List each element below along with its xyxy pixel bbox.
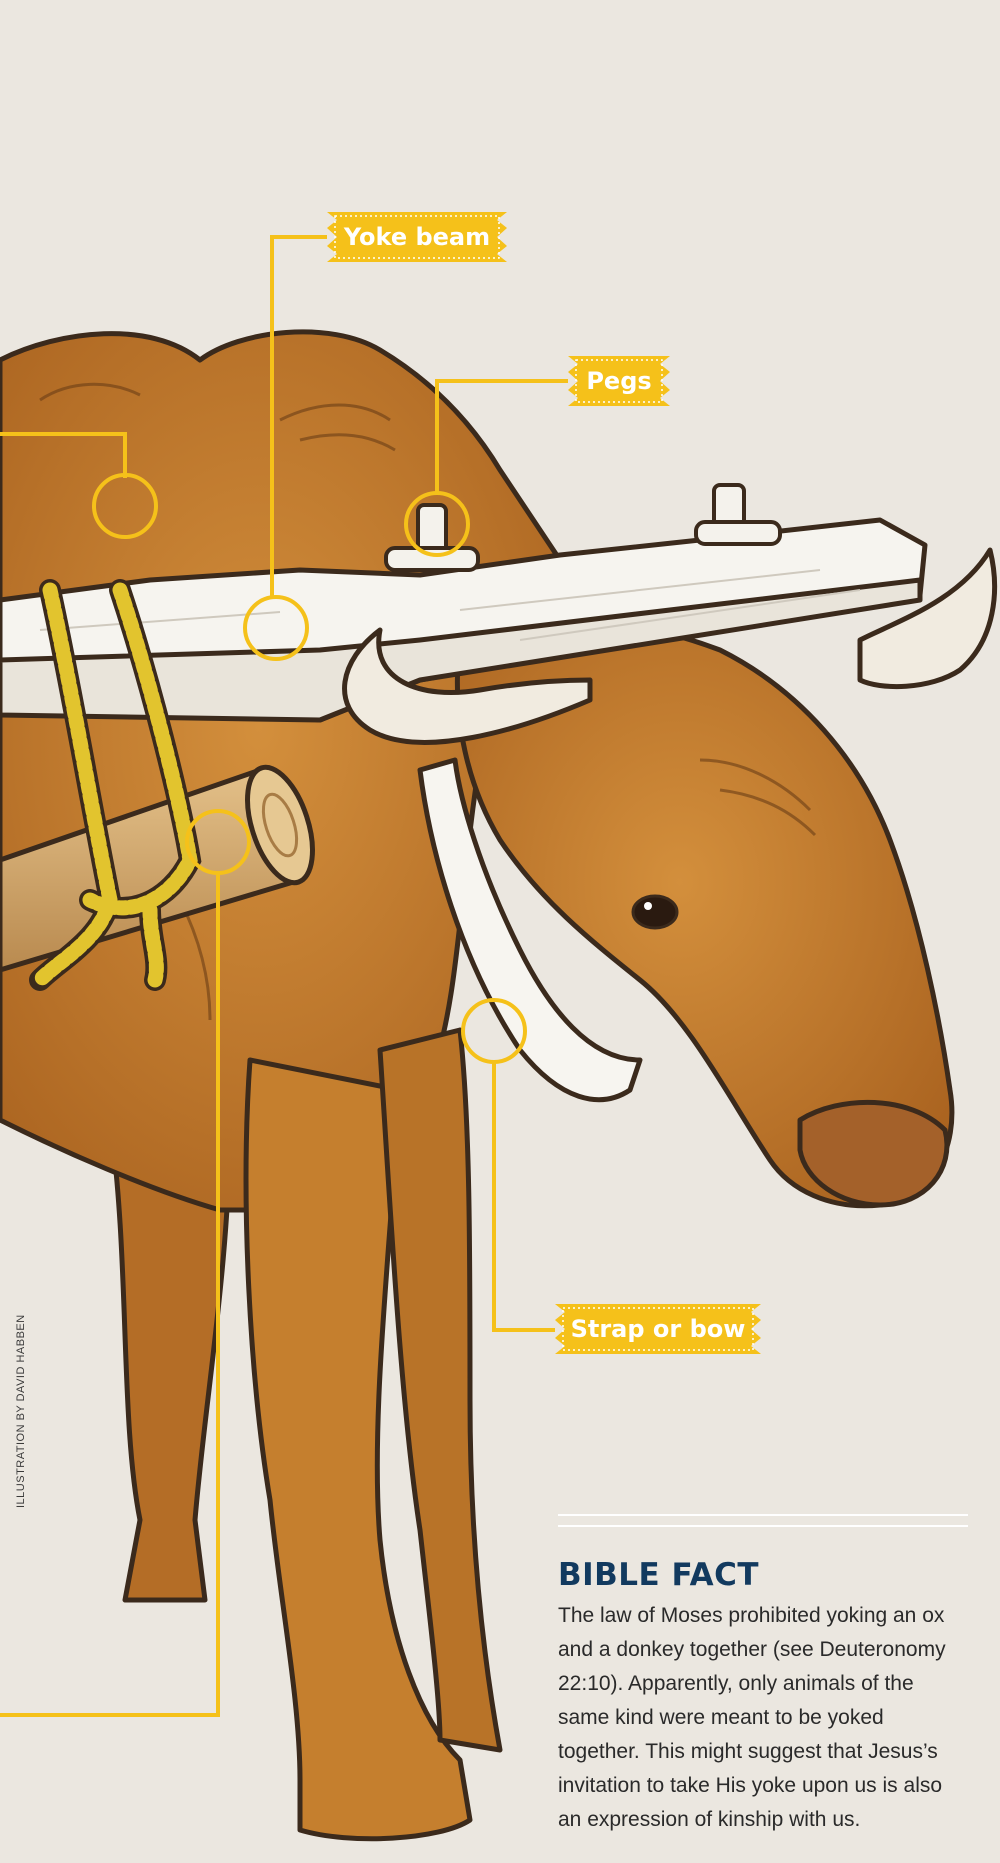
yoke-beam-label: Yoke beam	[344, 223, 490, 251]
ox-eye	[633, 896, 677, 928]
fact-title: BIBLE FACT	[558, 1557, 968, 1593]
divider	[558, 1525, 968, 1527]
label-pegs: Pegs	[568, 356, 670, 406]
illustration-credit: ILLUSTRATION BY DAVID HABBEN	[15, 1314, 27, 1508]
label-strap-or-bow: Strap or bow	[555, 1304, 761, 1354]
divider	[558, 1514, 968, 1516]
bible-fact-box: BIBLE FACT The law of Moses prohibited y…	[558, 1514, 968, 1837]
label-yoke-beam: Yoke beam	[327, 212, 507, 262]
fact-body: The law of Moses prohibited yoking an ox…	[558, 1599, 968, 1837]
pegs-label: Pegs	[586, 367, 651, 395]
strap-or-bow-label: Strap or bow	[571, 1315, 746, 1343]
